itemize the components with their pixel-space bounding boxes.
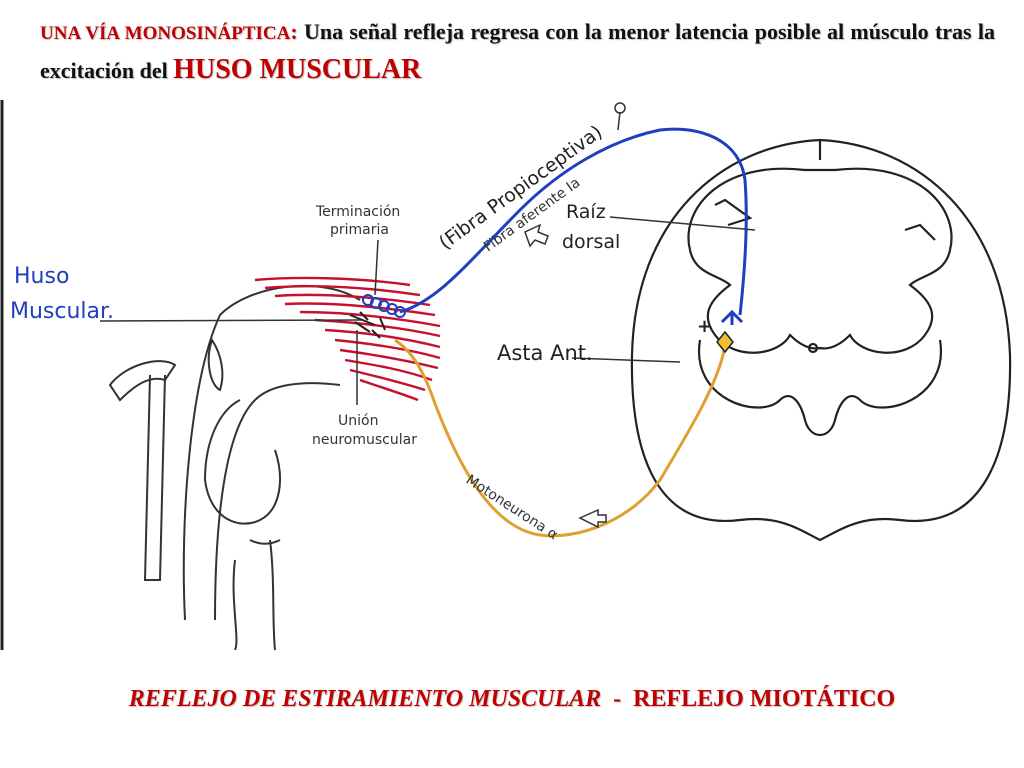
pointer-terminacion [374, 239, 379, 296]
label-motoneurona: Motoneurona α [463, 472, 561, 543]
neuromuscular-endings [349, 311, 386, 339]
label-raiz-line2: dorsal [562, 231, 620, 253]
reflex-hammer [108, 360, 177, 581]
footer-right: REFLEJO MIOTÁTICO [633, 686, 896, 712]
knee-bones [182, 284, 361, 650]
afferent-arrow-icon [524, 223, 549, 248]
label-union-line1: Unión [338, 413, 378, 429]
label-terminacion-line1: Terminación [315, 204, 400, 220]
muscle-spindle-coil [362, 294, 406, 318]
motoneuron-soma [716, 330, 734, 354]
pointer-asta [571, 357, 681, 363]
efferent-motoneuron-alpha [394, 338, 727, 538]
afferent-terminal [720, 309, 744, 325]
pointer-raiz [609, 216, 756, 231]
muscle-fibers [254, 276, 441, 402]
label-plus: + [697, 316, 712, 337]
label-terminacion-line2: primaria [330, 222, 389, 238]
label-raiz-line1: Raíz [566, 201, 606, 223]
title-block: UNA VÍA MONOSINÁPTICA: Una señal refleja… [40, 14, 995, 89]
label-union-line2: neuromuscular [312, 432, 417, 448]
afferent-fiber-ia [399, 127, 748, 316]
label-huso-line1: Huso [14, 264, 69, 289]
ganglion-stalk [617, 111, 621, 131]
reflex-arc-diagram: Huso Muscular. Terminación primaria (Fib… [0, 100, 1012, 650]
footer-separator: - [601, 686, 634, 712]
footer-caption: REFLEJO DE ESTIRAMIENTO MUSCULAR - REFLE… [0, 686, 1024, 713]
title-prefix: UNA VÍA MONOSINÁPTICA [40, 23, 291, 44]
pointer-huso [99, 319, 363, 322]
footer-left: REFLEJO DE ESTIRAMIENTO MUSCULAR [128, 686, 602, 712]
efferent-arrow-icon [578, 508, 607, 529]
title-colon: : [290, 19, 298, 44]
title-text: Una señal refleja regresa con la menor l… [40, 19, 995, 83]
label-asta-anterior: Asta Ant. [497, 341, 593, 365]
ganglion-cell [614, 102, 626, 114]
label-huso-line2: Muscular. [10, 299, 114, 324]
title-emphasis: HUSO MUSCULAR [173, 54, 422, 85]
spinal-cord [630, 138, 1012, 542]
